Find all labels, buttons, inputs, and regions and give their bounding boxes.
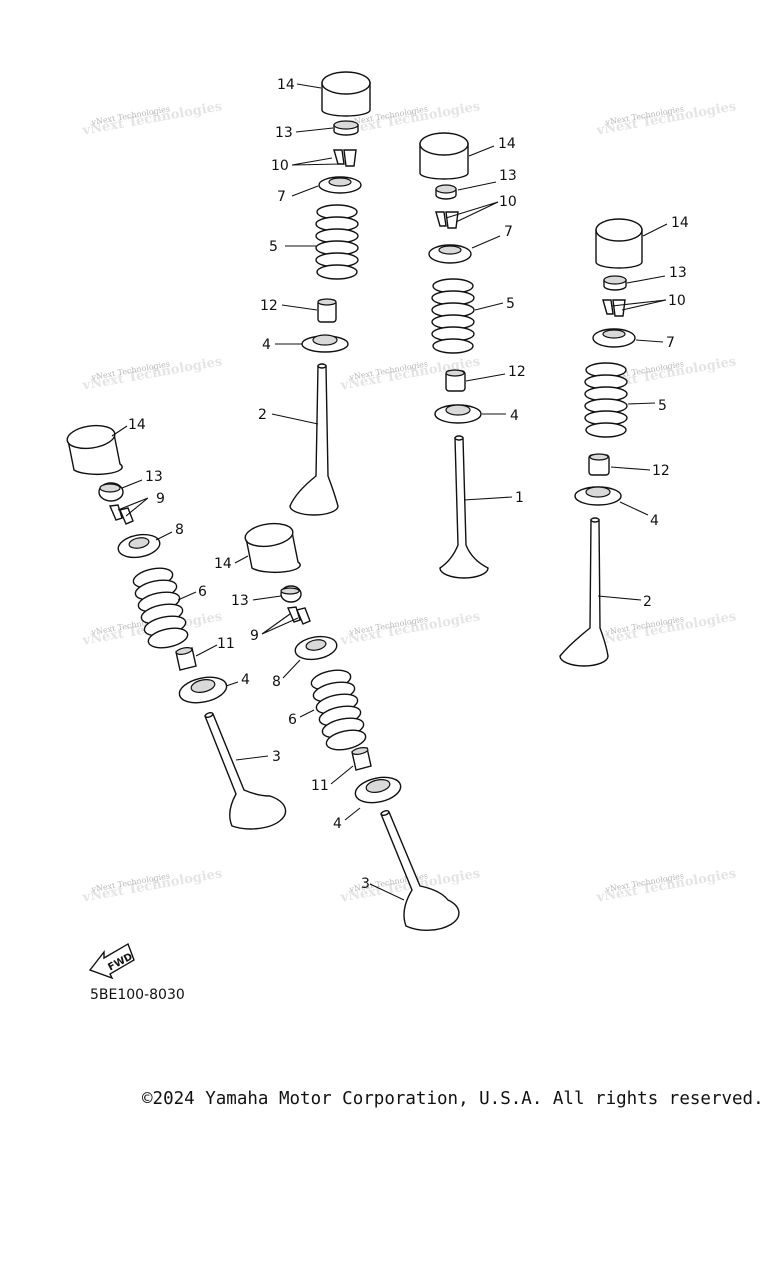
valve-lifter: [66, 424, 123, 476]
valve-stem-seal: [588, 453, 610, 476]
part-code: 5BE100-8030: [90, 987, 185, 1003]
exhaust-valve: [289, 363, 339, 516]
label-9: 9: [156, 491, 165, 507]
label-5: 5: [658, 398, 667, 414]
valve-assembly-b: 14 13 10 7 5 12 4 1: [419, 132, 526, 579]
valve-assembly-a: 14 13 10 7 5 12 4 2: [258, 71, 371, 516]
valve-assembly-c: 14 13 10 7 5 12 4 2: [559, 215, 689, 667]
spring-retainer: [294, 635, 338, 661]
valve-stem-seal: [351, 747, 372, 771]
valve-spring: [584, 362, 628, 438]
intake-valve: [380, 809, 460, 931]
valve-stem-seal: [175, 647, 197, 671]
label-14: 14: [128, 417, 146, 433]
adjusting-pad: [333, 120, 359, 136]
valve-lifter: [321, 71, 371, 117]
label-10: 10: [271, 158, 289, 174]
valve-cotter: [435, 211, 459, 229]
label-4: 4: [510, 408, 519, 424]
label-1: 1: [515, 490, 524, 506]
valve-stem-seal: [445, 369, 466, 392]
label-11: 11: [217, 636, 235, 652]
adjusting-pad: [603, 275, 627, 291]
valve-spring: [431, 278, 475, 354]
label-12: 12: [508, 364, 526, 380]
label-2: 2: [643, 594, 652, 610]
intake-valve: [204, 711, 287, 830]
label-3: 3: [361, 876, 370, 892]
label-8: 8: [175, 522, 184, 538]
label-10: 10: [499, 194, 517, 210]
label-5: 5: [506, 296, 515, 312]
fwd-arrow-icon: FWD: [88, 942, 135, 980]
spring-retainer: [117, 533, 161, 559]
valve-spring: [315, 204, 359, 280]
label-4: 4: [650, 513, 659, 529]
spring-retainer: [428, 244, 472, 264]
valve-spring: [132, 567, 189, 649]
valve-spring: [310, 669, 367, 751]
label-6: 6: [198, 584, 207, 600]
copyright-notice: ©2024 Yamaha Motor Corporation, U.S.A. A…: [142, 1089, 764, 1109]
valve-stem-seal: [317, 298, 337, 323]
label-13: 13: [145, 469, 163, 485]
label-14: 14: [498, 136, 516, 152]
spring-seat: [178, 676, 228, 704]
label-13: 13: [275, 125, 293, 141]
label-10: 10: [668, 293, 686, 309]
label-4: 4: [333, 816, 342, 832]
valve-cotter: [602, 299, 626, 317]
label-3: 3: [272, 749, 281, 765]
label-11: 11: [311, 778, 329, 794]
label-6: 6: [288, 712, 297, 728]
valve-lifter: [595, 218, 643, 269]
spring-seat: [301, 334, 349, 353]
adjusting-pad: [280, 585, 302, 603]
valve-assembly-e: 14 13 9 8 6 11 4 3: [214, 522, 460, 931]
label-2: 2: [258, 407, 267, 423]
label-8: 8: [272, 674, 281, 690]
valve-cotter: [333, 149, 357, 167]
exhaust-valve: [559, 517, 609, 667]
spring-seat: [574, 486, 622, 506]
intake-valve: [439, 435, 489, 579]
label-13: 13: [669, 265, 687, 281]
label-9: 9: [250, 628, 259, 644]
valve-cotter: [108, 504, 134, 525]
label-14: 14: [277, 77, 295, 93]
label-12: 12: [652, 463, 670, 479]
label-4: 4: [241, 672, 250, 688]
valve-lifter: [419, 132, 469, 180]
label-7: 7: [666, 335, 675, 351]
valve-assembly-d: 14 13 9 8 6 11 4 3: [66, 417, 287, 830]
adjusting-pad: [98, 482, 124, 502]
spring-retainer: [592, 328, 636, 348]
label-5: 5: [269, 239, 278, 255]
label-7: 7: [504, 224, 513, 240]
label-13: 13: [499, 168, 517, 184]
label-4: 4: [262, 337, 271, 353]
label-13: 13: [231, 593, 249, 609]
spring-retainer: [318, 176, 362, 194]
label-14: 14: [214, 556, 232, 572]
label-7: 7: [277, 189, 286, 205]
label-14: 14: [671, 215, 689, 231]
adjusting-pad: [435, 184, 457, 200]
valve-lifter: [244, 522, 301, 574]
label-12: 12: [260, 298, 278, 314]
spring-seat: [434, 404, 482, 424]
spring-seat: [354, 776, 402, 804]
